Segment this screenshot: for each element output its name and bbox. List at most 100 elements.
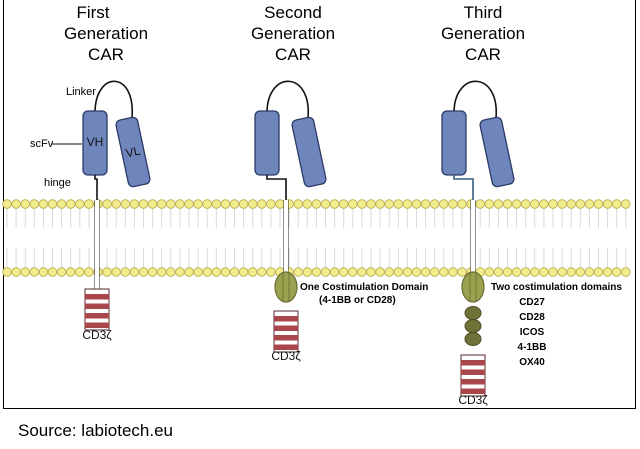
- lipid-head: [65, 199, 76, 209]
- cd3z-itam-bar: [461, 379, 485, 385]
- lipid-head: [166, 267, 176, 277]
- lipid-tails: [6, 206, 627, 270]
- second-gen-costim-options: (4-1BB or CD28): [319, 295, 396, 306]
- costim-option: 4-1BB: [518, 342, 547, 353]
- membrane-inner-leaflet: [2, 267, 631, 277]
- title-line: Second: [264, 3, 322, 22]
- lipid-head: [2, 267, 12, 277]
- lipid-head: [302, 199, 313, 209]
- cd3z-itam-bar: [85, 294, 109, 300]
- lipid-head: [511, 267, 522, 277]
- lipid-head: [2, 199, 12, 209]
- lipid-head: [320, 267, 331, 277]
- costim-domain: [461, 271, 485, 303]
- lipid-head: [247, 199, 258, 209]
- membrane-outer-leaflet: [2, 199, 631, 209]
- lipid-head: [75, 199, 85, 209]
- lipid-head: [56, 267, 67, 277]
- lipid-head: [329, 199, 340, 209]
- lipid-head: [47, 199, 58, 209]
- lipid-head: [539, 199, 549, 209]
- lipid-head: [56, 199, 67, 209]
- lipid-head: [247, 267, 258, 277]
- lipid-head: [339, 199, 349, 209]
- linker-loop: [94, 80, 133, 119]
- lipid-head: [202, 199, 212, 209]
- lipid-head: [493, 267, 504, 277]
- vl-domain: [479, 116, 515, 188]
- linker-label: Linker: [66, 86, 96, 98]
- lipid-head: [348, 267, 358, 277]
- hinge-label: hinge: [44, 177, 71, 189]
- title-line: Generation: [64, 24, 148, 43]
- lipid-head: [38, 199, 49, 209]
- lipid-head: [612, 267, 622, 277]
- lipid-head: [593, 199, 604, 209]
- lipid-head: [147, 267, 158, 277]
- lipid-head: [275, 199, 285, 209]
- second-gen-costim-caption: One Costimulation Domain: [300, 282, 428, 293]
- costim-bead: [464, 306, 482, 320]
- lipid-head: [257, 199, 267, 209]
- lipid-head: [29, 267, 40, 277]
- lipid-head: [120, 267, 131, 277]
- lipid-head: [111, 199, 121, 209]
- lipid-head: [557, 267, 567, 277]
- costim-option: ICOS: [520, 327, 545, 338]
- lipid-head: [129, 267, 140, 277]
- lipid-head: [457, 267, 467, 277]
- lipid-head: [193, 199, 203, 209]
- lipid-head: [38, 267, 49, 277]
- lipid-head: [530, 267, 540, 277]
- lipid-head: [111, 267, 121, 277]
- lipid-head: [357, 267, 367, 277]
- lipid-head: [47, 267, 58, 277]
- membrane-body: [4, 206, 634, 270]
- title-line: Generation: [441, 24, 525, 43]
- lipid-head: [138, 199, 149, 209]
- vh-label: VH: [87, 135, 104, 149]
- title-line: Generation: [251, 24, 335, 43]
- title-line: Third: [464, 3, 503, 22]
- lipid-head: [156, 199, 167, 209]
- cd3z-itam-bar: [85, 303, 109, 309]
- second-generation-car: [254, 80, 327, 353]
- costim-option: CD28: [519, 312, 545, 323]
- cd3z-itam-bar: [85, 313, 109, 319]
- lipid-head: [402, 267, 413, 277]
- lipid-head: [193, 267, 203, 277]
- cd3z-itam-bar: [461, 388, 485, 394]
- lipid-head: [257, 267, 267, 277]
- title-line: First: [76, 3, 109, 22]
- lipid-head: [484, 199, 495, 209]
- scfv-label: scFv: [30, 138, 54, 150]
- third-generation-car: [441, 80, 515, 397]
- lipid-head: [311, 199, 322, 209]
- lipid-head: [521, 199, 531, 209]
- lipid-head: [229, 199, 240, 209]
- cd3z-itam-bar: [461, 360, 485, 366]
- lipid-head: [493, 199, 504, 209]
- lipid-head: [175, 199, 185, 209]
- lipid-head: [147, 199, 158, 209]
- cd3z-itam-bar: [274, 335, 298, 341]
- lipid-head: [266, 199, 276, 209]
- lipid-head: [129, 199, 140, 209]
- lipid-head: [566, 199, 576, 209]
- cd3z-label-third: CD3ζ: [458, 393, 488, 407]
- costim-bead: [464, 319, 482, 333]
- lipid-head: [584, 267, 595, 277]
- lipid-head: [302, 267, 313, 277]
- cd3z-label-second: CD3ζ: [271, 349, 301, 363]
- costim-options-list: CD27 CD28 ICOS 4-1BB OX40: [518, 297, 547, 368]
- lipid-head: [502, 199, 513, 209]
- lipid-head: [211, 199, 222, 209]
- lipid-head: [320, 199, 331, 209]
- lipid-head: [439, 199, 449, 209]
- title-line: CAR: [275, 45, 311, 64]
- lipid-head: [502, 267, 513, 277]
- lipid-head: [621, 267, 631, 277]
- title-line: CAR: [88, 45, 124, 64]
- cd3z-itam-bar: [274, 325, 298, 331]
